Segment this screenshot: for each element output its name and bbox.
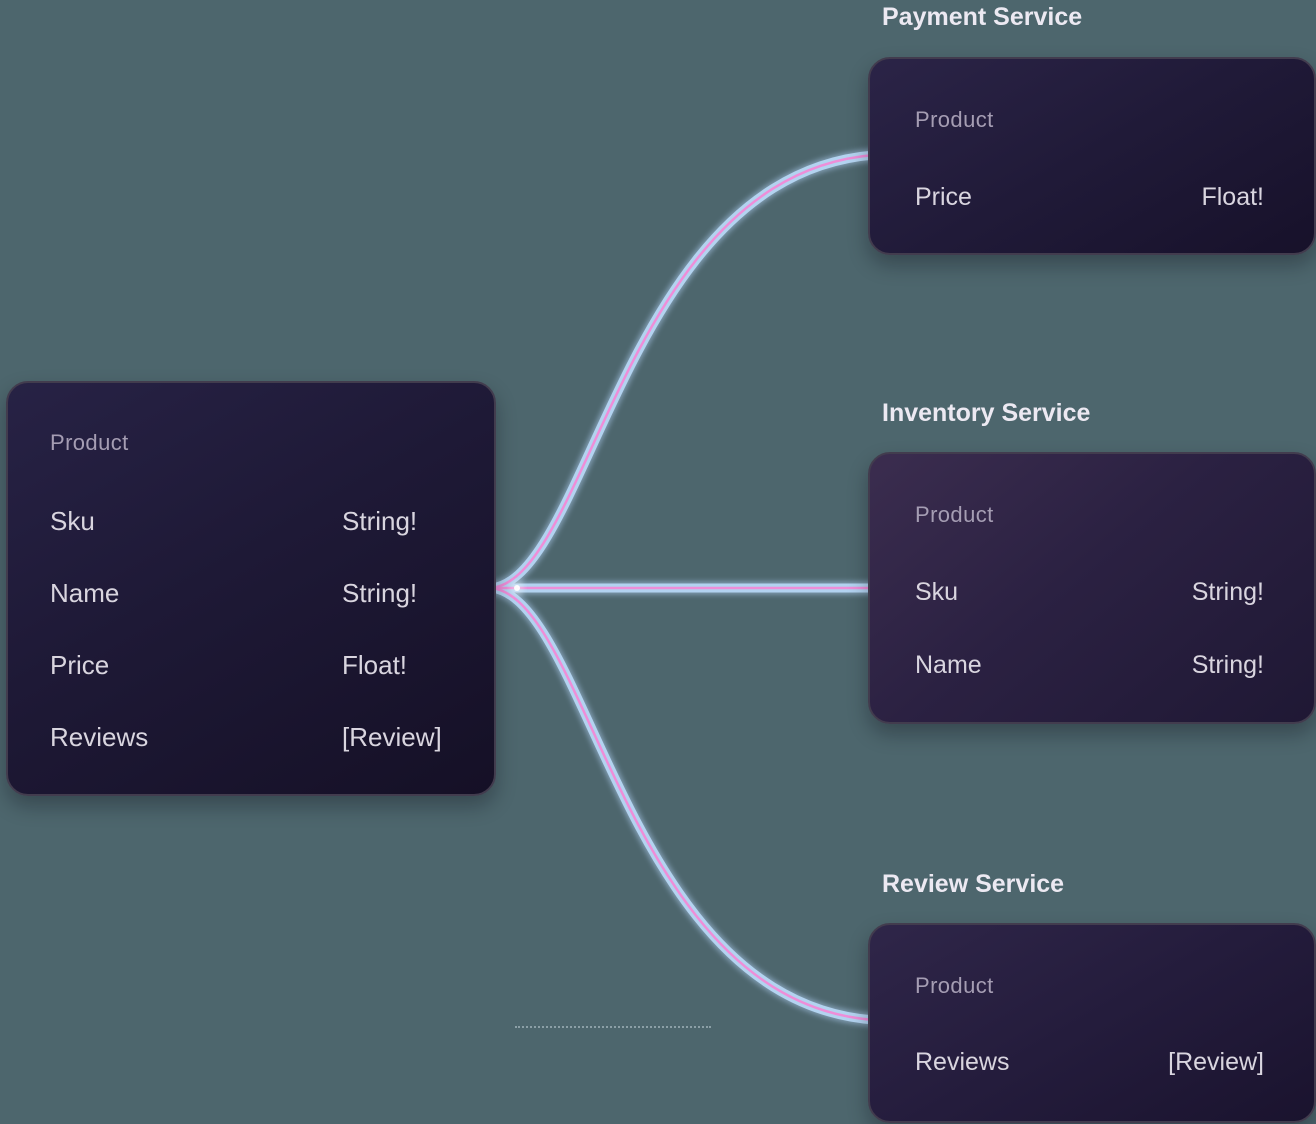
field-name-inventory-name: Name: [915, 651, 982, 679]
field-type-review-reviews: [Review]: [1168, 1048, 1264, 1076]
payment-service-title: Payment Service: [882, 3, 1083, 31]
field-type-inventory-sku: String!: [1191, 578, 1264, 606]
field-type-reviews: [Review]: [342, 722, 442, 752]
field-type-price: Float!: [342, 650, 408, 680]
review-service-card[interactable]: Product Reviews [Review]: [868, 923, 1316, 1123]
field-name-price: Price: [50, 650, 110, 680]
field-name-review-reviews: Reviews: [915, 1048, 1010, 1076]
field-name-payment-price: Price: [915, 183, 972, 211]
edge-halo-review: [490, 581, 875, 1027]
inventory-card-type-label: Product: [915, 502, 994, 527]
edge-halo-payment: [490, 148, 875, 595]
edge-inner-review: [491, 586, 875, 1022]
product-entity-card[interactable]: Product Sku String! Name String! Price F…: [6, 381, 496, 796]
edge-junction-dot: [514, 585, 520, 591]
faint-dotted-line: [515, 1026, 711, 1028]
payment-card-type-label: Product: [915, 107, 994, 132]
field-name-name: Name: [50, 578, 120, 608]
review-service-title: Review Service: [882, 870, 1065, 898]
field-name-sku: Sku: [50, 506, 95, 536]
product-card-type-label: Product: [50, 430, 129, 455]
review-card-type-label: Product: [915, 973, 994, 998]
inventory-service-card[interactable]: Product Sku String! Name String!: [868, 452, 1316, 724]
field-type-inventory-name: String!: [1191, 651, 1264, 679]
payment-service-card[interactable]: Product Price Float!: [868, 57, 1316, 255]
field-type-name: String!: [342, 578, 418, 608]
edge-inner-payment: [491, 153, 875, 590]
field-type-sku: String!: [342, 506, 418, 536]
inventory-service-title: Inventory Service: [882, 399, 1091, 427]
field-name-inventory-sku: Sku: [915, 578, 959, 606]
field-type-payment-price: Float!: [1201, 183, 1264, 211]
field-name-reviews: Reviews: [50, 722, 149, 752]
